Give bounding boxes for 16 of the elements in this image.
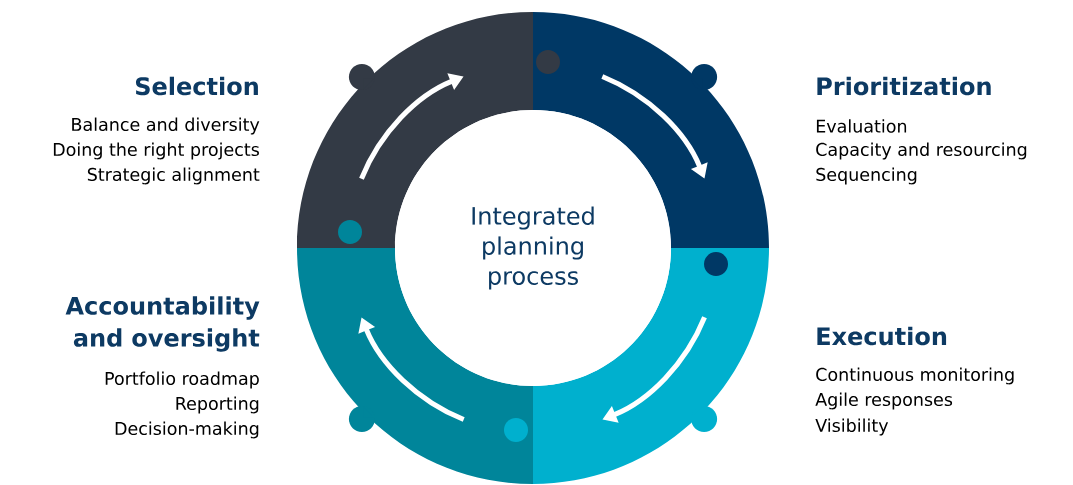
- list-item: Visibility: [815, 418, 889, 436]
- section-heading: Selection: [135, 76, 258, 96]
- section-heading: Execution: [817, 326, 947, 346]
- list-item: Portfolio roadmap: [105, 371, 259, 389]
- section-heading: Accountability and oversight: [65, 296, 260, 352]
- list-item: Sequencing: [816, 167, 917, 185]
- list-item: Capacity and resourcing: [816, 142, 1027, 160]
- section-heading: Prioritization: [817, 76, 991, 96]
- list-item: Evaluation: [816, 119, 907, 133]
- list-item: Continuous monitoring: [816, 367, 1014, 385]
- list-item: Agile responses: [815, 392, 953, 410]
- list-item: Balance and diversity: [72, 117, 260, 135]
- list-item: Reporting: [176, 396, 259, 414]
- list-item: Doing the right projects: [53, 142, 259, 160]
- list-item: Decision-making: [115, 421, 259, 439]
- list-item: Strategic alignment: [87, 167, 260, 185]
